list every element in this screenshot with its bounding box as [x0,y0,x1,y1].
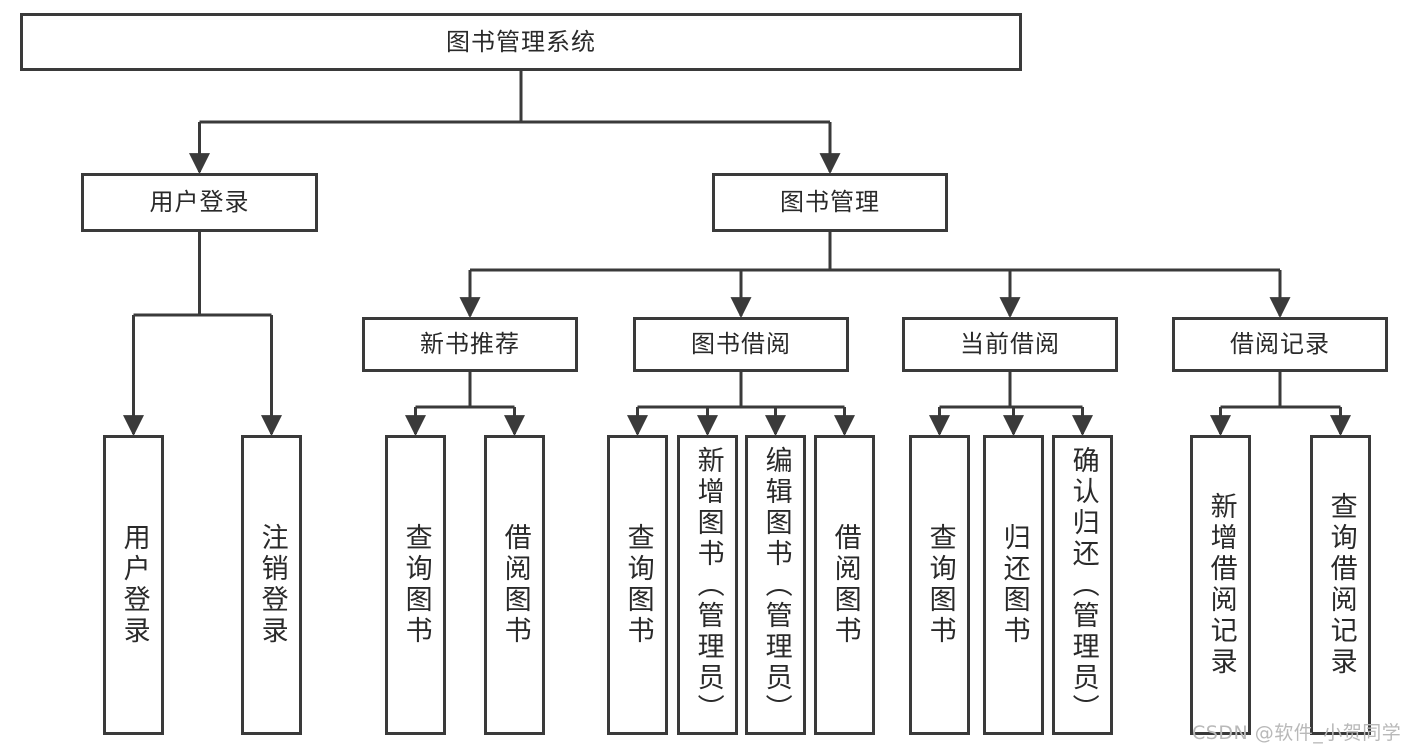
node-root[interactable]: 图书管理系统 [20,13,1022,71]
node-new-book-rec[interactable]: 新书推荐 [362,317,578,372]
node-label: 查询图书 [622,523,654,647]
node-label: 新增图书（管理员） [692,445,724,725]
node-leaf-add-record[interactable]: 新增借阅记录 [1190,435,1251,735]
node-leaf-logout[interactable]: 注销登录 [241,435,302,735]
node-label: 图书管理 [780,188,880,217]
node-label: 注销登录 [256,523,288,647]
node-label: 用户登录 [149,188,250,217]
node-leaf-user-login[interactable]: 用户登录 [103,435,164,735]
csdn-watermark: CSDN @软件_小贺同学 [1192,722,1402,744]
node-label: 图书管理系统 [446,27,596,56]
node-label: 新书推荐 [420,330,520,359]
node-leaf-query-record[interactable]: 查询借阅记录 [1310,435,1371,735]
node-leaf-query-book-rec[interactable]: 查询图书 [385,435,446,735]
node-label: 当前借阅 [960,330,1060,359]
node-leaf-confirm-return[interactable]: 确认归还（管理员） [1052,435,1113,735]
node-leaf-add-book[interactable]: 新增图书（管理员） [677,435,738,735]
node-label: 借阅图书 [499,523,531,647]
node-label: 借阅记录 [1230,330,1330,359]
node-label: 用户登录 [118,523,150,647]
node-borrow-record[interactable]: 借阅记录 [1172,317,1388,372]
node-leaf-edit-book[interactable]: 编辑图书（管理员） [745,435,806,735]
node-leaf-query-book-cur[interactable]: 查询图书 [909,435,970,735]
node-label: 查询图书 [924,523,956,647]
node-leaf-return-book[interactable]: 归还图书 [983,435,1044,735]
node-label: 查询借阅记录 [1325,492,1357,678]
node-label: 编辑图书（管理员） [760,445,792,725]
node-leaf-query-book-borrow[interactable]: 查询图书 [607,435,668,735]
node-user-login[interactable]: 用户登录 [81,173,318,232]
node-leaf-borrow-book-rec[interactable]: 借阅图书 [484,435,545,735]
node-label: 图书借阅 [691,330,791,359]
node-book-manage[interactable]: 图书管理 [712,173,948,232]
node-label: 归还图书 [998,523,1030,647]
node-current-borrow[interactable]: 当前借阅 [902,317,1118,372]
node-label: 借阅图书 [829,523,861,647]
node-book-borrow[interactable]: 图书借阅 [633,317,849,372]
node-leaf-borrow-book[interactable]: 借阅图书 [814,435,875,735]
node-label: 确认归还（管理员） [1067,445,1099,725]
node-label: 新增借阅记录 [1205,492,1237,678]
node-label: 查询图书 [400,523,432,647]
